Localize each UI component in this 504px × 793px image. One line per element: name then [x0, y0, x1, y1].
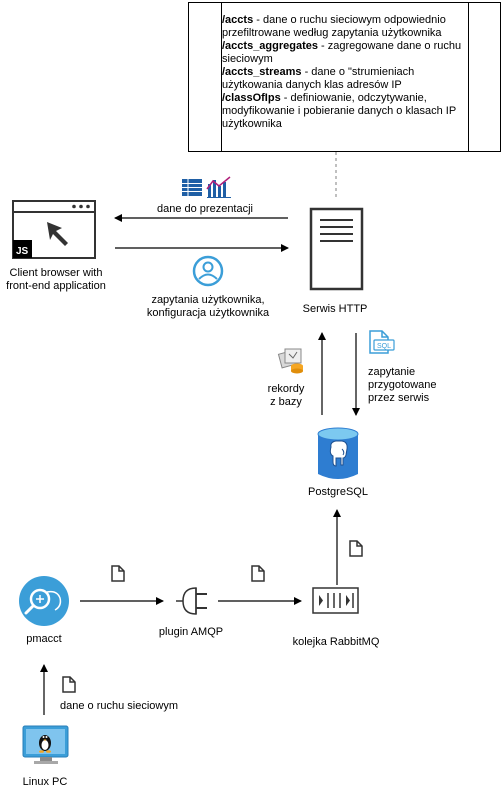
label-client: Client browser with front-end applicatio… — [6, 267, 106, 292]
label-prepared-query: zapytanie przygotowane przez serwis — [368, 366, 437, 404]
table-icon — [182, 179, 202, 196]
chart-icon — [206, 176, 231, 198]
label-data-to-present: dane do prezentacji — [156, 203, 253, 215]
js-badge-text: JS — [16, 246, 29, 257]
api-box-frame — [188, 2, 501, 152]
api-endpoints-box — [188, 2, 501, 152]
label-postgres: PostgreSQL — [308, 486, 368, 498]
api-entry-path: /accts_aggregates — [222, 40, 318, 52]
api-entry-path: /classOfIps — [222, 92, 281, 104]
api-entry: /accts_aggregates - zagregowane dane o r… — [222, 40, 472, 66]
sql-file-icon: SQL — [369, 330, 395, 354]
label-linux-pc: Linux PC — [22, 776, 68, 788]
api-entry-path: /accts_streams — [222, 66, 302, 78]
api-entry: /accts_streams - dane o "strumieniach uż… — [222, 66, 472, 92]
api-entry-path: /accts — [222, 14, 254, 26]
api-entry-desc: - zagregowane dane o ruchu sieciowym — [222, 40, 462, 65]
api-entry-desc: - dane o ruchu sieciowym odpowiednio prz… — [222, 14, 446, 39]
server-icon — [309, 207, 364, 291]
api-entry-desc: - definiowanie, odczytywanie, modyfikowa… — [222, 92, 456, 130]
document-icon — [62, 676, 76, 693]
records-icon — [277, 348, 303, 374]
document-icon — [111, 565, 125, 582]
label-user-queries: zapytania użytkownika, konfiguracja użyt… — [146, 294, 270, 319]
linux-monitor-icon — [22, 725, 69, 764]
pmacct-icon — [19, 576, 69, 626]
label-traffic-data: dane o ruchu sieciowym — [60, 700, 179, 712]
cursor-icon — [47, 222, 68, 246]
label-server: Serwis HTTP — [302, 303, 368, 315]
database-icon — [317, 427, 359, 479]
sql-badge-text: SQL — [377, 343, 391, 350]
api-endpoints-list: /accts - dane o ruchu sieciowym odpowied… — [222, 14, 472, 131]
label-rabbitmq: kolejka RabbitMQ — [292, 636, 380, 648]
api-entry-desc: - dane o "strumieniach użytkowania danyc… — [222, 66, 415, 91]
plug-icon — [176, 587, 207, 615]
label-pmacct: pmacct — [26, 633, 62, 645]
queue-icon — [312, 587, 359, 614]
label-db-records: rekordy z bazy — [267, 383, 305, 408]
js-badge-icon: JS — [13, 240, 32, 258]
document-icon — [349, 540, 363, 557]
api-entry: /accts - dane o ruchu sieciowym odpowied… — [222, 14, 472, 40]
label-amqp: plugin AMQP — [158, 626, 224, 638]
api-entry: /classOfIps - definiowanie, odczytywanie… — [222, 92, 472, 131]
user-icon — [192, 255, 224, 287]
document-icon — [251, 565, 265, 582]
